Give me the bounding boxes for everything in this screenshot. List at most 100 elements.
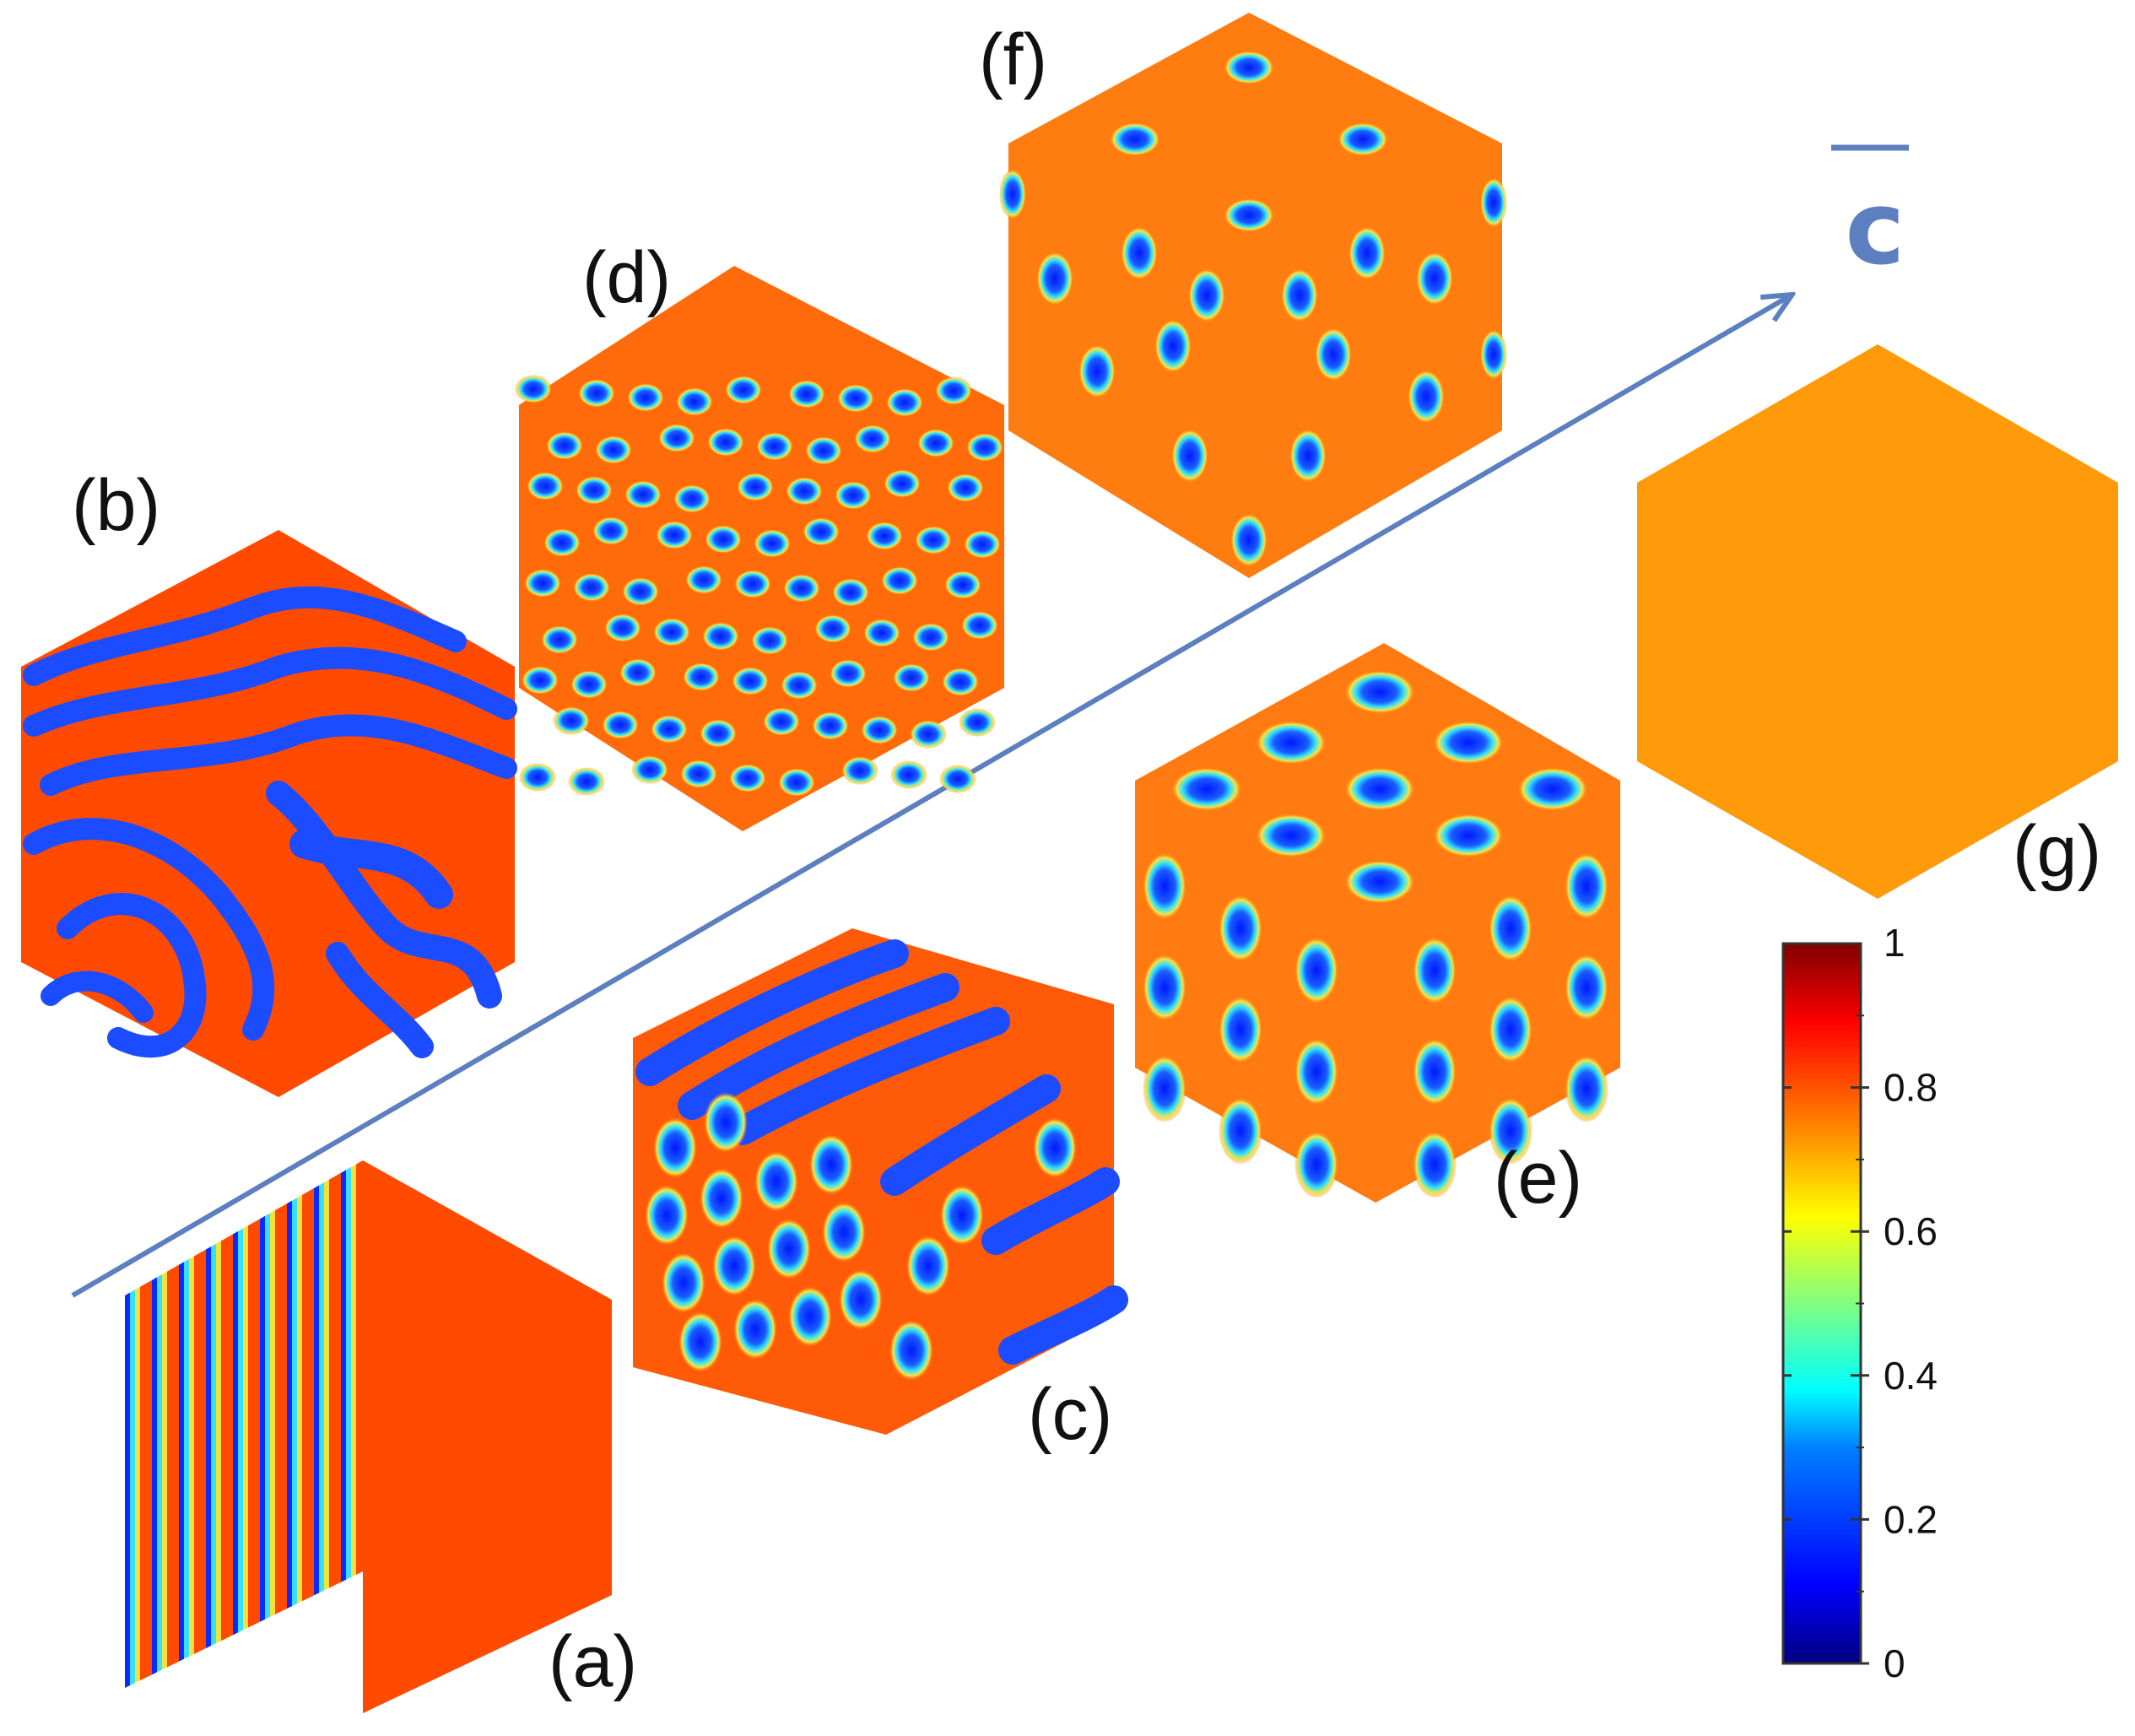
- sphere-domain: [863, 619, 900, 647]
- sphere-domain: [812, 711, 849, 740]
- sphere-domain: [704, 1092, 748, 1153]
- sphere-domain: [553, 706, 590, 735]
- sphere-domain: [729, 764, 766, 792]
- lamella-stripe: [297, 1160, 302, 1688]
- sphere-domain: [837, 384, 874, 413]
- sphere-domain: [576, 476, 613, 505]
- sphere-domain: [1489, 895, 1532, 962]
- sphere-domain: [702, 622, 739, 651]
- lamella-stripe: [243, 1160, 248, 1688]
- lamella-stripe: [162, 1160, 167, 1688]
- lamella-stripe: [189, 1160, 194, 1688]
- lamella-stripe: [221, 1160, 233, 1688]
- sphere-domain: [1289, 429, 1327, 483]
- lamella-stripe: [248, 1160, 260, 1688]
- sphere-domain: [707, 428, 744, 457]
- sphere-domain: [1033, 1117, 1077, 1178]
- sphere-domain: [1413, 937, 1457, 1004]
- sphere-domain: [966, 433, 1003, 462]
- sphere-domain: [1565, 852, 1608, 920]
- sphere-domain: [733, 1299, 777, 1360]
- sphere-domain: [786, 477, 823, 506]
- sphere-domain: [959, 708, 996, 737]
- concentration-axis-arrow: [71, 295, 1791, 1298]
- sphere-domain: [546, 431, 583, 460]
- sphere-domain: [592, 516, 630, 545]
- sphere-domain: [767, 1219, 811, 1279]
- sphere-domain: [751, 626, 788, 655]
- sphere-domain: [884, 469, 921, 498]
- sphere-domain: [645, 1185, 689, 1246]
- panel-a-front-face: [363, 1160, 612, 1713]
- lamella-stripe: [130, 1160, 135, 1688]
- lamella-stripe: [287, 1160, 292, 1688]
- lamella-stripe: [140, 1160, 152, 1688]
- sphere-domain: [568, 767, 605, 796]
- sphere-domain: [737, 473, 774, 501]
- lamella-stripe: [270, 1160, 275, 1688]
- lamella-stripe: [184, 1160, 189, 1688]
- panel-label-g: (g): [2013, 811, 2101, 892]
- sphere-domain: [886, 388, 923, 417]
- sphere-domain: [835, 481, 872, 510]
- sphere-domain: [1154, 319, 1192, 373]
- lamella-stripe: [302, 1160, 314, 1688]
- sphere-domain: [700, 719, 737, 748]
- sphere-domain: [940, 1185, 984, 1246]
- sphere-domain: [602, 711, 639, 739]
- panel-label-e: (e): [1494, 1138, 1582, 1219]
- axis-label-group: c: [1831, 144, 1909, 288]
- sphere-domain: [619, 658, 657, 687]
- sphere-domain: [1171, 429, 1208, 483]
- sphere-domain: [1433, 814, 1504, 857]
- sphere-domain: [944, 571, 981, 599]
- sphere-domain: [1256, 814, 1327, 857]
- panel-f-spheres: [999, 51, 1507, 567]
- sphere-domain: [725, 376, 762, 404]
- sphere-domain: [910, 720, 947, 749]
- sphere-domain: [915, 526, 952, 554]
- sphere-domain: [1338, 122, 1388, 156]
- sphere-domain: [662, 1252, 705, 1313]
- sphere-domain: [1489, 1097, 1532, 1165]
- sphere-domain: [754, 1151, 798, 1212]
- lamella-stripe: [125, 1160, 130, 1688]
- panel-a-cube: [125, 1160, 612, 1713]
- sphere-domain: [1188, 268, 1225, 322]
- sphere-domain: [1143, 1055, 1186, 1122]
- sphere-domain: [1480, 329, 1507, 380]
- sphere-domain: [1110, 122, 1160, 156]
- lamella-stripe: [292, 1160, 297, 1688]
- lamella-stripe: [211, 1160, 216, 1688]
- panel-d-spheres: [515, 375, 1003, 797]
- sphere-domain: [627, 383, 664, 412]
- sphere-domain: [781, 671, 818, 700]
- sphere-domain: [624, 480, 662, 509]
- lamella-stripe: [194, 1160, 206, 1688]
- colorbar-tick-label: 0.4: [1884, 1354, 1938, 1398]
- sphere-domain: [1143, 954, 1186, 1021]
- panel-c-cylinders: [635, 939, 1128, 1365]
- sphere-domain: [854, 425, 891, 453]
- colorbar-tick-label: 0: [1884, 1641, 1905, 1685]
- sphere-domain: [839, 1269, 883, 1330]
- sphere-domain: [734, 570, 771, 598]
- sphere-domain: [573, 573, 610, 602]
- lamella-stripe: [341, 1160, 346, 1688]
- sphere-domain: [803, 517, 840, 546]
- lamella-stripe: [319, 1160, 324, 1688]
- sphere-domain: [1565, 1055, 1608, 1122]
- sphere-domain: [939, 765, 976, 793]
- lamella-stripe: [265, 1160, 270, 1688]
- sphere-domain: [861, 716, 898, 744]
- sphere-domain: [1565, 954, 1608, 1021]
- sphere-domain: [1480, 177, 1507, 228]
- sphere-domain: [658, 424, 695, 452]
- lamella-stripe: [356, 1160, 363, 1688]
- colorbar-max-label: 1: [1884, 921, 1905, 965]
- sphere-domain: [778, 768, 815, 797]
- colorbar-tick-label: 0.6: [1884, 1209, 1938, 1253]
- sphere-domain: [578, 379, 615, 408]
- lamella-stripe: [206, 1160, 211, 1688]
- panel-e-spheres: [1143, 670, 1608, 1198]
